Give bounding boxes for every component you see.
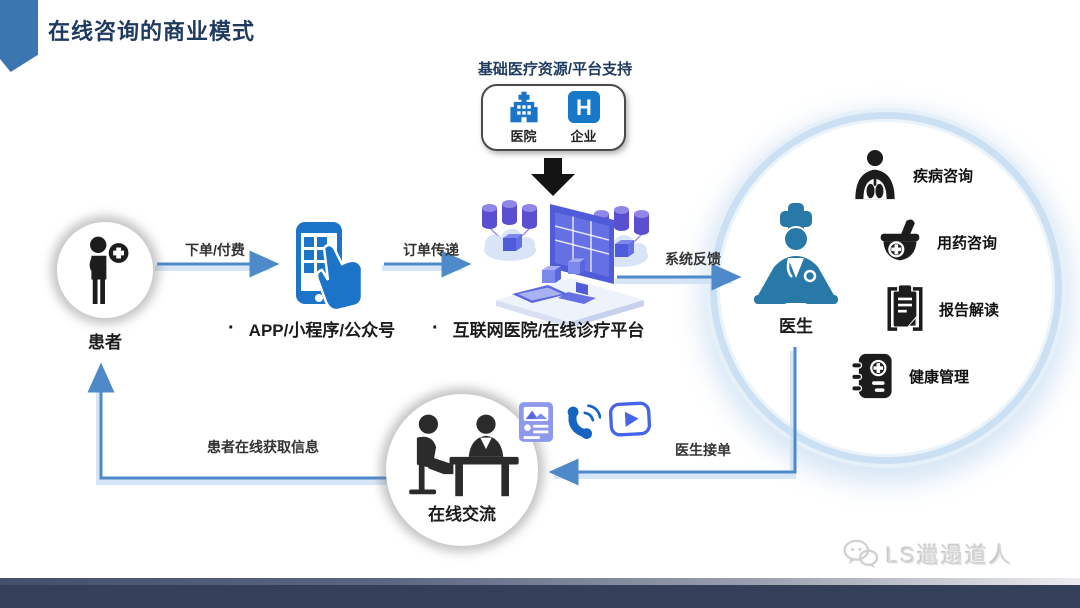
service-medication: 用药咨询 [876, 219, 997, 265]
arrow-label-patient-info: 患者在线获取信息 [207, 439, 319, 455]
bullet-dot: · [432, 317, 439, 339]
doctor-label: 医生 [779, 317, 813, 336]
bullet-dot: · [228, 317, 235, 339]
phone-call-icon [567, 404, 601, 439]
patient-icon [89, 236, 131, 304]
patient-label: 患者 [88, 333, 122, 352]
online-exchange-label: 在线交流 [428, 505, 496, 524]
medication-consult-icon [880, 219, 920, 261]
arrow-label-order-pay: 下单/付费 [185, 242, 245, 258]
service-label: 报告解读 [939, 301, 1000, 319]
service-health: 健康管理 [850, 350, 969, 402]
enterprise-label: 企业 [570, 129, 597, 144]
enterprise-icon: H [567, 91, 600, 123]
svg-text:H: H [576, 95, 592, 120]
platform-label: 互联网医院/在线诊疗平台 [452, 321, 645, 340]
resource-hospital: 医院 [507, 90, 541, 145]
arrow-label-system-feedback: 系统反馈 [665, 251, 721, 267]
smartphone-icon [296, 222, 362, 312]
service-report: 报告解读 [884, 284, 999, 334]
bottom-navy-bar [0, 585, 1080, 608]
report-reading-icon [887, 285, 923, 331]
article-icon [519, 402, 553, 442]
arrow-label-doctor-accept: 医生接单 [675, 442, 731, 458]
resources-title: 基础医疗资源/平台支持 [477, 61, 633, 78]
app-label-row: · APP/小程序/公众号 [228, 316, 395, 341]
app-label: APP/小程序/公众号 [248, 321, 396, 340]
hospital-icon [509, 91, 538, 123]
down-arrow-icon [531, 158, 575, 196]
hospital-label: 医院 [510, 129, 537, 144]
watermark: LS邋遢道人 [843, 538, 1013, 570]
platform-label-row: · 互联网医院/在线诊疗平台 [432, 316, 644, 341]
service-label: 疾病咨询 [913, 167, 974, 185]
doctor-icon [754, 203, 838, 304]
page-title: 在线咨询的商业模式 [48, 19, 256, 44]
watermark-text: LS邋遢道人 [886, 543, 1013, 568]
disease-consult-icon [855, 150, 895, 200]
health-management-icon [851, 353, 892, 399]
service-label: 用药咨询 [937, 234, 998, 252]
bottom-gradient-strip [0, 578, 1080, 585]
resource-enterprise: H 企业 [567, 90, 601, 145]
arrow-label-order-transfer: 订单传递 [403, 242, 459, 258]
online-exchange-icon [409, 414, 519, 497]
wechat-icon [843, 539, 879, 569]
patient-node [57, 222, 153, 318]
platform-illustration [482, 200, 649, 328]
video-play-icon [608, 401, 652, 437]
service-label: 健康管理 [909, 368, 970, 386]
corner-ribbon [0, 0, 38, 72]
resources-box: 医院 H 企业 [481, 84, 626, 151]
service-disease: 疾病咨询 [850, 148, 973, 202]
